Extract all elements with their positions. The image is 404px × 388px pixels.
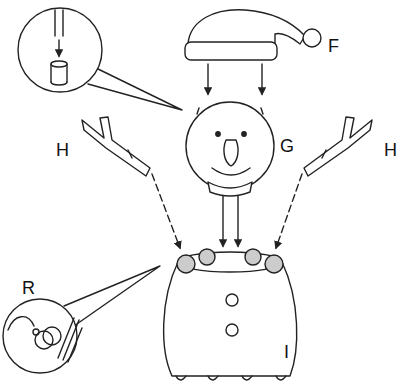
part-letter: H — [384, 140, 397, 160]
snowman-head — [242, 132, 246, 136]
socket-callout — [88, 68, 182, 110]
santa-hat — [261, 64, 262, 94]
snowman-body — [245, 249, 261, 265]
snowman-head — [186, 102, 274, 190]
snowman-head — [237, 196, 238, 246]
snowman-head — [186, 102, 274, 246]
part-letter: G — [280, 136, 294, 156]
part-letter: H — [56, 140, 69, 160]
socket-callout — [18, 8, 102, 92]
snowman-body — [176, 376, 286, 380]
branch-arm — [128, 150, 132, 158]
knot-callout — [43, 327, 61, 345]
snowman-body — [177, 255, 195, 273]
snowman-head — [212, 168, 250, 175]
socket-callout — [58, 40, 59, 56]
branch-arm — [276, 174, 302, 248]
snowman-body — [199, 249, 215, 265]
branch-arm — [304, 117, 372, 176]
knot-callout — [8, 317, 34, 330]
part-letter: R — [22, 278, 35, 298]
part-letter: F — [328, 36, 339, 56]
snowman-head — [222, 196, 223, 246]
knot-callout — [3, 299, 77, 373]
santa-hat — [185, 42, 277, 60]
branch-arm — [82, 117, 150, 176]
branch-arm — [276, 117, 372, 248]
snowman-body — [265, 255, 283, 273]
snowman-head — [224, 140, 238, 166]
part-letter: I — [284, 342, 289, 362]
snowman-body — [164, 262, 297, 376]
snowman-head — [197, 108, 263, 114]
santa-hat — [185, 10, 321, 94]
snowman-body — [226, 324, 238, 336]
knot-callout — [58, 318, 82, 362]
socket-callout — [51, 61, 67, 67]
snowman-body — [164, 249, 297, 380]
santa-hat — [188, 10, 305, 44]
snowman-body — [178, 252, 282, 272]
branch-arm — [322, 150, 326, 158]
branch-arm — [82, 117, 180, 248]
socket-callout — [51, 82, 67, 85]
socket-callout — [18, 8, 182, 110]
branch-arm — [152, 174, 180, 248]
knot-callout — [3, 266, 160, 373]
santa-hat — [303, 29, 321, 47]
snowman-body — [226, 294, 238, 306]
knot-callout — [64, 266, 160, 326]
santa-hat — [207, 64, 208, 94]
snowman-head — [208, 182, 252, 196]
socket-callout — [55, 10, 63, 36]
snowman-head — [216, 132, 220, 136]
